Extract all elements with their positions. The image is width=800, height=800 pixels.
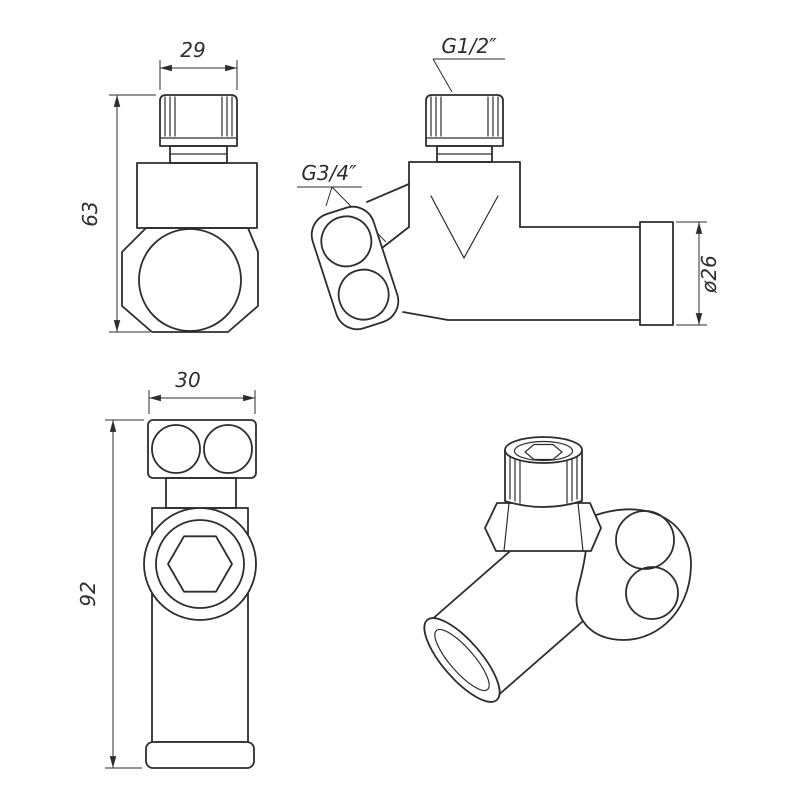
thread-text-g12: G1/2″ — [441, 34, 497, 58]
dim-width-front-top: 29 — [159, 38, 238, 90]
dim-width-front-bottom: 30 — [148, 368, 256, 414]
knurled-cap — [504, 449, 583, 508]
tube-end-fitting — [639, 221, 674, 326]
valve-front2-outline — [143, 419, 257, 769]
nut-facet-line — [577, 502, 584, 552]
view-front-bottom: 30 92 — [76, 368, 257, 769]
dim-text-diameter: ø26 — [697, 255, 721, 294]
thread-text-g34: G3/4″ — [301, 161, 357, 185]
hex-nut — [484, 502, 602, 552]
dim-text-height: 63 — [78, 201, 102, 226]
view-side-top: G1/2″ G3/4″ — [297, 34, 721, 331]
union-nut-circle — [143, 507, 257, 621]
port-housing — [310, 205, 400, 331]
leader-line — [432, 58, 505, 93]
view-isometric — [423, 436, 692, 703]
port-neck-lines — [366, 183, 449, 321]
nut-bore-circle — [138, 228, 242, 332]
knurl-lines — [509, 455, 578, 504]
knurled-cap — [425, 94, 504, 147]
union-ring-circle — [155, 519, 245, 609]
tube-lower-edge — [494, 607, 599, 699]
port-opening-upper — [320, 215, 373, 268]
dim-height-front-bottom: 92 — [76, 419, 144, 769]
view-front-top: 29 63 — [78, 38, 259, 333]
dim-text-width: 29 — [180, 38, 205, 62]
port-hole-right — [203, 424, 253, 474]
port-opening-lower — [337, 268, 390, 321]
valve-side-outline — [310, 94, 674, 331]
side-port — [310, 205, 400, 331]
valve-head-body — [408, 161, 521, 228]
dim-text-width: 30 — [175, 368, 200, 392]
knurled-cap — [159, 94, 238, 147]
hex-socket-hole — [524, 443, 563, 461]
valve-body — [136, 162, 258, 229]
tube-end-rim — [434, 628, 490, 692]
hex-socket — [167, 535, 233, 593]
port-opening-lower — [625, 566, 679, 620]
neck — [165, 477, 237, 509]
valve-front-outline — [121, 94, 259, 333]
knurl-lines — [164, 96, 233, 137]
bottom-cap — [145, 741, 255, 769]
dim-diameter: ø26 — [676, 221, 721, 326]
dim-height-front-top: 63 — [78, 94, 156, 333]
cap-top-inner-ring — [513, 440, 574, 462]
knurl-lines — [430, 96, 499, 137]
port-opening-upper — [615, 510, 675, 570]
internal-chamfer-lines — [430, 195, 499, 260]
label-thread-g12: G1/2″ — [432, 34, 505, 93]
tube-end-face — [423, 617, 501, 703]
port-hole-left — [151, 424, 201, 474]
dim-text-height: 92 — [76, 581, 100, 606]
hex-nut — [121, 227, 259, 333]
nut-facet-line — [503, 502, 510, 552]
